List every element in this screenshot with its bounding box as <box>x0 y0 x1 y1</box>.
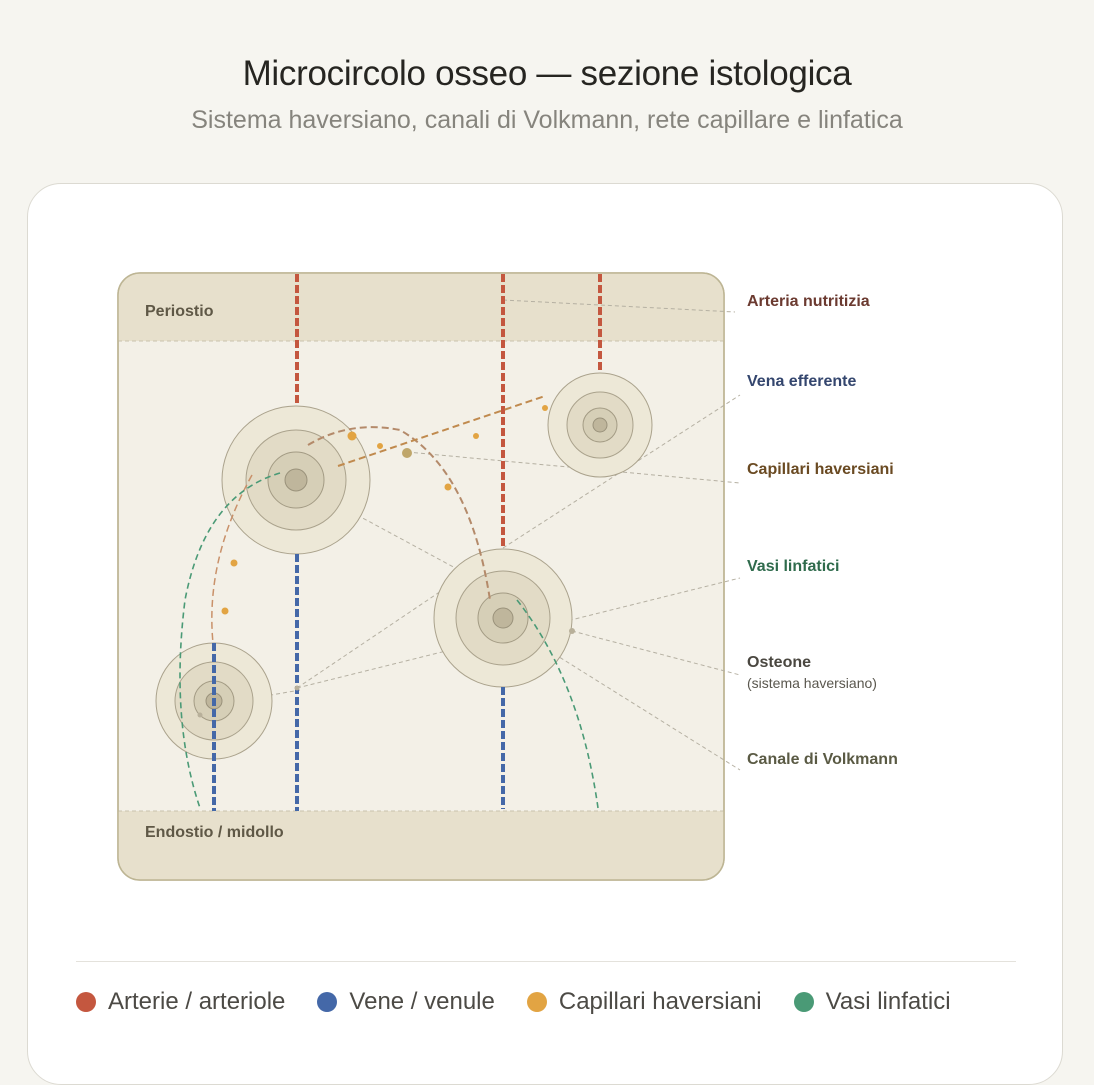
anchor-dots <box>197 628 575 718</box>
legend: Arterie / arteriole Vene / venule Capill… <box>76 988 983 1016</box>
osteon-center <box>433 548 573 688</box>
callout-osteone-title: Osteone <box>747 654 812 671</box>
page-subtitle: Sistema haversiano, canali di Volkmann, … <box>191 106 903 134</box>
periosteum-label: Periostio <box>145 303 214 320</box>
vein-swatch-icon <box>317 992 338 1012</box>
legend-label: Vasi linfatici <box>825 988 951 1015</box>
legend-item-capillaries: Capillari haversiani <box>526 988 762 1016</box>
artery-swatch-icon <box>76 992 96 1012</box>
page-title: Microcircolo osseo — sezione istologica <box>242 54 852 93</box>
callout-capillari-haversiani: Capillari haversiani <box>747 461 894 478</box>
callout-osteone: Osteone (sistema haversiano) <box>747 654 877 691</box>
legend-item-veins: Vene / venule <box>317 988 495 1016</box>
bone-section <box>117 272 725 881</box>
capillary-network <box>211 395 546 644</box>
lymph-swatch-icon <box>793 992 814 1012</box>
callout-arteria-nutritizia: Arteria nutritizia <box>747 293 870 310</box>
legend-label: Arterie / arteriole <box>108 988 286 1015</box>
callout-canale-volkmann: Canale di Volkmann <box>747 751 898 768</box>
bone-microcirculation-diagram <box>117 272 741 881</box>
lymph-vessels <box>179 472 599 809</box>
arteries <box>295 274 602 549</box>
legend-divider <box>76 961 1016 962</box>
callout-osteone-subtitle: (sistema haversiano) <box>747 675 877 691</box>
legend-item-lymph: Vasi linfatici <box>793 988 951 1016</box>
osteon-small-topright <box>547 372 653 478</box>
endosteum-label: Endostio / midollo <box>145 824 284 841</box>
osteon-large-topleft <box>221 405 371 555</box>
callout-vena-efferente: Vena efferente <box>747 373 857 390</box>
veins <box>212 554 505 811</box>
legend-item-arteries: Arterie / arteriole <box>76 988 285 1016</box>
capillary-swatch-icon <box>526 992 547 1012</box>
capillary-dots <box>221 405 548 615</box>
periosteum-zone <box>118 273 724 341</box>
legend-label: Capillari haversiani <box>558 988 762 1015</box>
legend-label: Vene / venule <box>349 988 495 1015</box>
endosteum-zone <box>118 811 724 880</box>
callout-vasi-linfatici: Vasi linfatici <box>747 558 840 575</box>
